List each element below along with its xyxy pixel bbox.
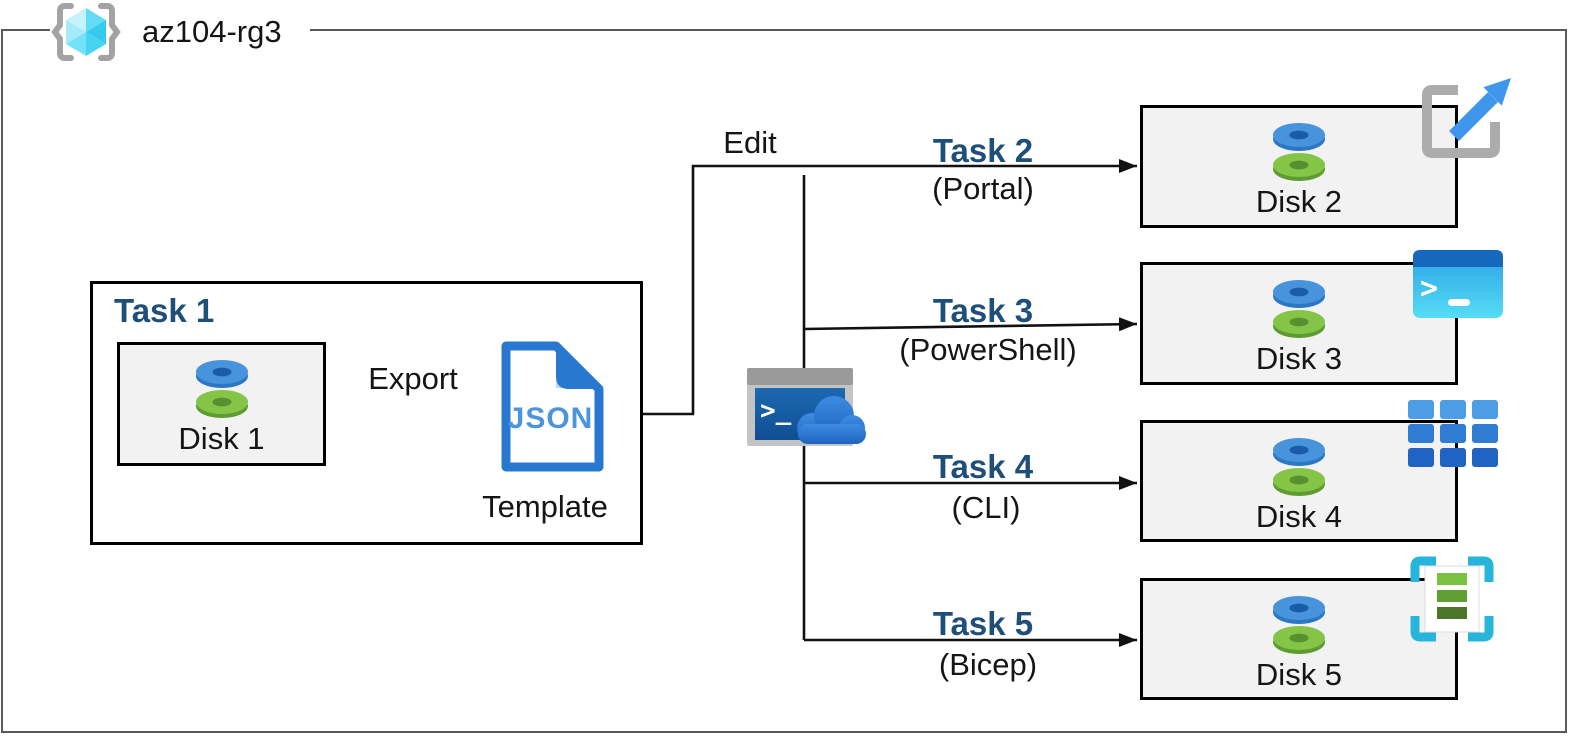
disk3-box: Disk 3 xyxy=(1140,262,1458,385)
task5-label: Task 5 xyxy=(932,605,1034,642)
cloud-shell-icon: >_ xyxy=(747,368,866,446)
json-template-icon xyxy=(501,341,604,472)
export-template-icon xyxy=(1422,78,1511,158)
disk1-box: Disk 1 xyxy=(117,342,326,466)
template-caption: Template xyxy=(482,489,608,524)
task2-tool-label: (Portal) xyxy=(932,171,1034,206)
task5-tool-label: (Bicep) xyxy=(938,647,1038,682)
task4-label: Task 4 xyxy=(932,448,1034,485)
bicep-icon xyxy=(1410,556,1494,642)
edit-label: Edit xyxy=(723,125,777,160)
frame-title-gap xyxy=(50,26,310,35)
resource-group-frame xyxy=(1,29,1567,733)
managed-disk-icon xyxy=(1273,123,1325,181)
resource-group-icon xyxy=(51,3,121,61)
disk-label: Disk 2 xyxy=(1255,184,1343,219)
svg-text:>: > xyxy=(1420,271,1438,306)
svg-text:>_: >_ xyxy=(760,396,792,426)
edit-task2-connector xyxy=(605,159,1137,416)
managed-disk-icon xyxy=(195,360,248,418)
disk-label: Disk 1 xyxy=(178,421,265,456)
managed-disk-icon xyxy=(1273,596,1325,654)
task1-title: Task 1 xyxy=(114,292,215,329)
disk-label: Disk 3 xyxy=(1255,341,1343,376)
disk-label: Disk 5 xyxy=(1255,657,1343,692)
managed-disk-icon xyxy=(1273,438,1325,496)
cloud-glyph xyxy=(797,396,866,444)
task3-tool-label: (PowerShell) xyxy=(899,332,1077,367)
disk-label: Disk 4 xyxy=(1255,499,1343,534)
task4-tool-label: (CLI) xyxy=(951,490,1021,525)
task2-label: Task 2 xyxy=(932,132,1034,169)
cube-glyph xyxy=(66,8,106,56)
cli-icon xyxy=(1408,400,1498,467)
disk5-box: Disk 5 xyxy=(1140,578,1458,700)
powershell-icon: > xyxy=(1413,250,1503,318)
json-doc-text: JSON xyxy=(507,402,594,435)
task3-arrow xyxy=(803,317,1138,332)
disk2-box: Disk 2 xyxy=(1140,105,1458,228)
task3-label: Task 3 xyxy=(932,292,1034,329)
resource-group-title: az104-rg3 xyxy=(142,14,282,49)
disk4-box: Disk 4 xyxy=(1140,420,1458,542)
export-arrow-label: Export xyxy=(368,361,458,396)
managed-disk-icon xyxy=(1273,280,1325,338)
